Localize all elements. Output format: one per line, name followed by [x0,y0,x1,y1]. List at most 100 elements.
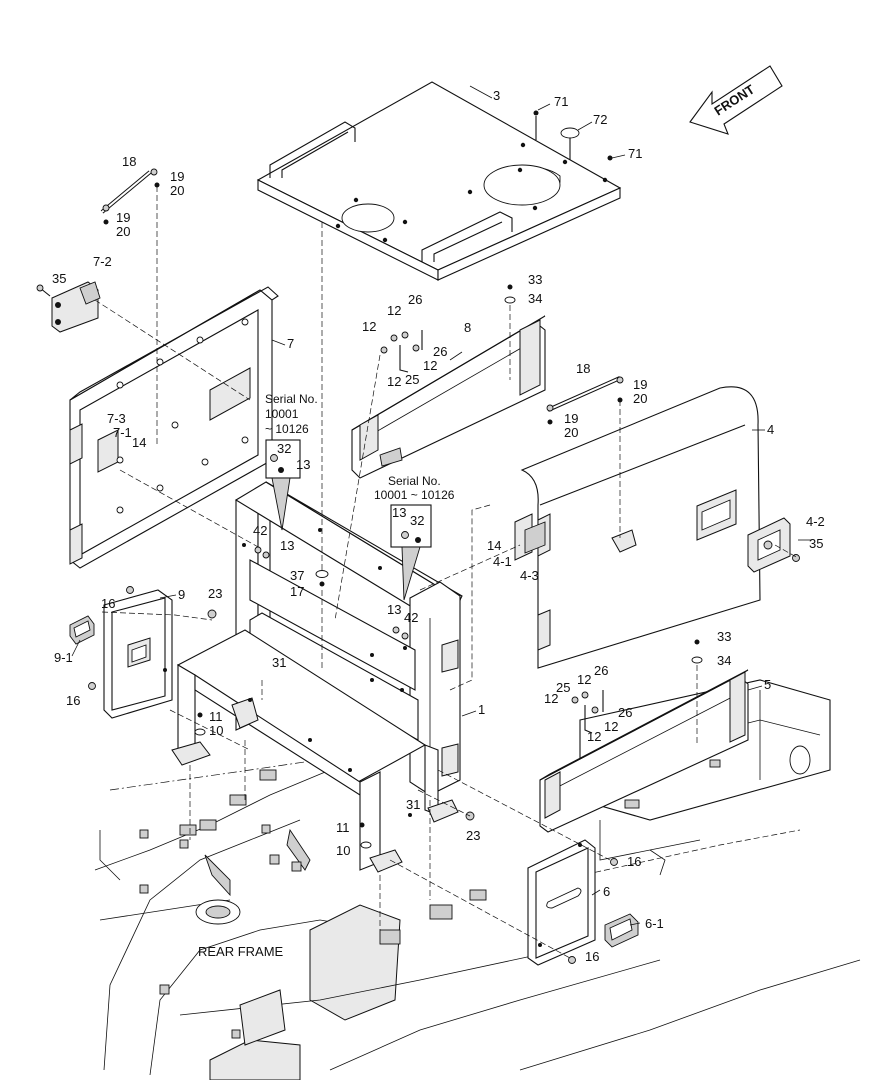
callout: 35 [52,271,66,286]
callout: 20 [633,391,647,406]
callout: 20 [170,183,184,198]
serial-box-left [265,439,301,531]
lower-cover-9 [88,586,173,719]
callout: 6-1 [645,916,664,931]
callout: 17 [290,584,304,599]
top-cover [256,81,622,281]
callout: 20 [564,425,578,440]
callout: 34 [717,653,731,668]
callout: 12 [387,303,401,318]
callout: 12 [387,374,401,389]
callout: 13 [280,538,294,553]
callout: 72 [593,112,607,127]
callout: 4-2 [806,514,825,529]
lower-cover-6 [527,839,596,966]
callout: 37 [290,568,304,583]
callout: 1 [478,702,485,717]
hinge-4-1 [514,513,546,561]
callout: 6 [603,884,610,899]
callout: 13 [387,602,401,617]
callout: 19 [633,377,647,392]
callout: 11 [209,709,223,724]
serial-range-right: 10001 ~ 10126 [374,488,455,502]
callout: 23 [466,828,480,843]
callout: 26 [433,344,447,359]
rear-frame [94,679,861,1080]
callout: 7-1 [113,425,132,440]
callout: 13 [392,505,406,520]
callout: 7-2 [93,254,112,269]
callout: 31 [272,655,286,670]
callout: 10 [209,723,223,738]
callout: 8 [464,320,471,335]
callout: 23 [208,586,222,601]
callout: 12 [587,729,601,744]
latch-7-2 [36,281,101,333]
front-arrow [689,65,783,135]
serial-title-left: Serial No. [265,392,318,406]
callout: 16 [66,693,80,708]
callout: 7-3 [107,411,126,426]
gas-strut-right [546,376,624,425]
callout: 33 [717,629,731,644]
callout: 42 [404,610,418,625]
callout: 34 [528,291,542,306]
upper-plate-8 [351,315,546,479]
left-side-door [69,286,279,569]
serial-from-left: 10001 [265,407,299,421]
callout: 32 [410,513,424,528]
callout: 5 [764,677,771,692]
callout: 12 [362,319,376,334]
callout: 31 [406,797,420,812]
callout: 7 [287,336,294,351]
callout: 71 [628,146,642,161]
callout: 71 [554,94,568,109]
callouts: 3 71 72 71 18 19 20 19 20 35 7-2 7 7-3 7… [52,88,825,964]
grab-handle-9-1 [69,615,95,645]
latch-4-2 [747,517,800,573]
callout: 4-1 [493,554,512,569]
callout: 42 [253,523,267,538]
callout: 10 [336,843,350,858]
callout: 25 [405,372,419,387]
callout: 18 [122,154,136,169]
callout: 18 [576,361,590,376]
callout: 9 [178,587,185,602]
callout: 35 [809,536,823,551]
lower-plate-5 [539,669,749,833]
callout: 16 [101,596,115,611]
callout: 4-3 [520,568,539,583]
rear-frame-label: REAR FRAME [198,944,284,959]
callout: 4 [767,422,774,437]
right-side-door [520,386,761,669]
serial-title-right: Serial No. [388,474,441,488]
callout: 14 [487,538,501,553]
callout: 13 [296,457,310,472]
callout: 9-1 [54,650,73,665]
callout: 12 [423,358,437,373]
callout: 12 [544,691,558,706]
gas-strut-left [100,168,160,445]
callout: 19 [170,169,184,184]
callout: 16 [585,949,599,964]
callout: 32 [277,441,291,456]
grab-handle-6-1 [604,913,639,948]
callout: 3 [493,88,500,103]
callout: 19 [116,210,130,225]
callout: 12 [577,672,591,687]
callout: 25 [556,680,570,695]
callout: 20 [116,224,130,239]
leader-lines [71,85,812,959]
callout: 26 [594,663,608,678]
callout: 26 [408,292,422,307]
callout: 26 [618,705,632,720]
serial-range-left: ~ 10126 [265,422,309,436]
callout: 11 [336,820,350,835]
serial-box-right [390,504,432,601]
callout: 19 [564,411,578,426]
callout: 14 [132,435,146,450]
callout: 33 [528,272,542,287]
callout: 16 [627,854,641,869]
callout: 12 [604,719,618,734]
